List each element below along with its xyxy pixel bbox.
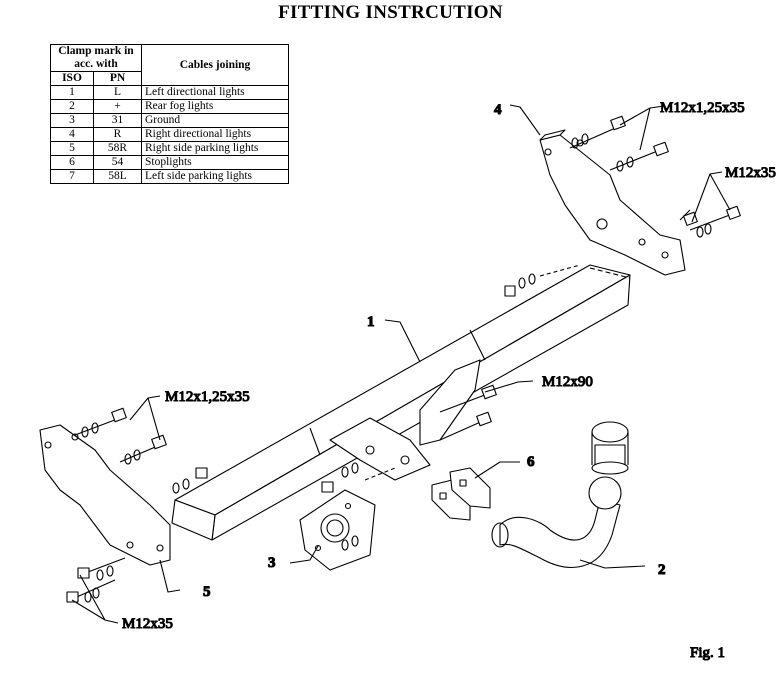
bolt-label-right: M12x35 (725, 165, 776, 181)
bolt-label-bottom: M12x35 (122, 616, 173, 632)
desc-cell: Left side parking lights (141, 169, 289, 184)
bolt-label-top: M12x1,25x35 (660, 100, 745, 116)
part-number-1: 1 (367, 314, 375, 330)
tow-ball-neck (491, 421, 629, 568)
figure-label: Fig. 1 (690, 645, 725, 661)
bolt-label-center: M12x90 (542, 374, 593, 390)
ball-holder-plates (329, 359, 497, 481)
page-title: FITTING INSTRCUTION (278, 2, 503, 23)
socket-plate (299, 462, 396, 571)
bolt-label-left: M12x1,25x35 (165, 389, 250, 405)
spacer-plates (431, 467, 491, 521)
left-fasteners (66, 407, 208, 603)
left-bracket (39, 424, 171, 566)
pn-cell: 58R (93, 141, 142, 156)
part-number-3: 3 (268, 555, 276, 571)
part-number-2: 2 (658, 562, 666, 578)
right-bracket (539, 129, 686, 276)
crossbar-beam (171, 264, 631, 541)
part-number-4: 4 (494, 102, 502, 118)
part-number-5: 5 (203, 584, 211, 600)
leader-lines (71, 104, 731, 624)
header-clamp-mark: Clamp mark in acc. with (50, 44, 142, 72)
desc-cell: Right side parking lights (141, 141, 289, 156)
part-number-6: 6 (527, 454, 535, 470)
header-pn: PN (93, 71, 142, 86)
table-row: 2+Rear fog lights (50, 99, 289, 114)
clamp-mark-table: Clamp mark in acc. with Cables joining I… (50, 44, 289, 184)
